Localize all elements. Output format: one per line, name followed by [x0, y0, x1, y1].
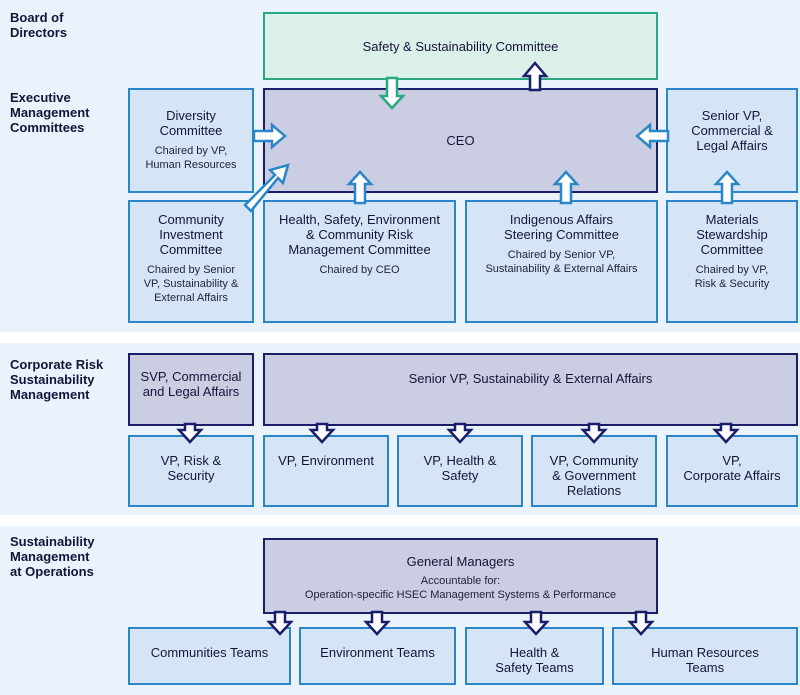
environment-teams-box: Environment Teams — [299, 627, 456, 685]
health-safety-teams-box: Health & Safety Teams — [465, 627, 604, 685]
ceo-label: CEO — [446, 133, 475, 148]
senior-vp-sustainability-box: Senior VP, Sustainability & External Aff… — [263, 353, 798, 426]
environment-teams-label: Environment Teams — [320, 645, 435, 660]
diversity-committee-chair: Chaired by VP, Human Resources — [145, 145, 237, 171]
health-safety-teams-label: Health & Safety Teams — [495, 645, 574, 675]
communities-teams-label: Communities Teams — [150, 645, 269, 660]
human-resources-teams-label: Human Resources Teams — [651, 645, 759, 675]
ceo-box: CEO — [263, 88, 658, 193]
materials-stewardship-committee-box: Materials Stewardship Committee Chaired … — [666, 200, 798, 323]
indigenous-affairs-chair: Chaired by Senior VP, Sustainability & E… — [485, 249, 638, 275]
communities-teams-box: Communities Teams — [128, 627, 291, 685]
vp-risk-security-box: VP, Risk & Security — [128, 435, 254, 507]
community-investment-chair: Chaired by Senior VP, Sustainability & E… — [143, 264, 239, 304]
senior-vp-commercial-title: Senior VP, Commercial & Legal Affairs — [691, 108, 773, 153]
general-managers-title: General Managers — [406, 554, 515, 569]
section-label-board: Board of Directors — [10, 10, 68, 40]
general-managers-sub: Accountable for: Operation-specific HSEC… — [304, 575, 617, 601]
materials-stewardship-title: Materials Stewardship Committee — [696, 212, 768, 257]
senior-vp-commercial-box: Senior VP, Commercial & Legal Affairs — [666, 88, 798, 193]
vp-risk-security-label: VP, Risk & Security — [160, 453, 222, 483]
section-label-corporate: Corporate Risk Sustainability Management — [10, 357, 104, 402]
svp-commercial-legal-box: SVP, Commercial and Legal Affairs — [128, 353, 254, 426]
materials-stewardship-chair: Chaired by VP, Risk & Security — [694, 264, 770, 290]
safety-sustainability-committee-label: Safety & Sustainability Committee — [362, 38, 559, 54]
vp-environment-box: VP, Environment — [263, 435, 389, 507]
section-label-executive: Executive Management Committees — [10, 90, 90, 135]
vp-health-safety-label: VP, Health & Safety — [423, 453, 497, 483]
vp-community-government-box: VP, Community & Government Relations — [531, 435, 657, 507]
vp-health-safety-box: VP, Health & Safety — [397, 435, 523, 507]
community-investment-title: Community Investment Committee — [158, 212, 224, 257]
community-investment-committee-box: Community Investment Committee Chaired b… — [128, 200, 254, 323]
indigenous-affairs-title: Indigenous Affairs Steering Committee — [504, 212, 619, 242]
general-managers-box: General Managers Accountable for: Operat… — [263, 538, 658, 614]
hsec-committee-box: Health, Safety, Environment & Community … — [263, 200, 456, 323]
senior-vp-sustainability-label: Senior VP, Sustainability & External Aff… — [408, 371, 653, 386]
safety-sustainability-committee-box: Safety & Sustainability Committee — [263, 12, 658, 80]
vp-environment-label: VP, Environment — [278, 453, 374, 468]
vp-corporate-affairs-box: VP, Corporate Affairs — [666, 435, 798, 507]
diversity-committee-title: Diversity Committee — [159, 108, 223, 138]
human-resources-teams-box: Human Resources Teams — [612, 627, 798, 685]
hsec-committee-title: Health, Safety, Environment & Community … — [279, 212, 440, 257]
svp-commercial-legal-label: SVP, Commercial and Legal Affairs — [140, 369, 242, 399]
section-label-operations: Sustainability Management at Operations — [10, 534, 95, 579]
hsec-committee-chair: Chaired by CEO — [319, 264, 400, 276]
vp-corporate-affairs-label: VP, Corporate Affairs — [683, 453, 781, 483]
diversity-committee-box: Diversity Committee Chaired by VP, Human… — [128, 88, 254, 193]
vp-community-government-label: VP, Community & Government Relations — [549, 453, 639, 498]
indigenous-affairs-committee-box: Indigenous Affairs Steering Committee Ch… — [465, 200, 658, 323]
